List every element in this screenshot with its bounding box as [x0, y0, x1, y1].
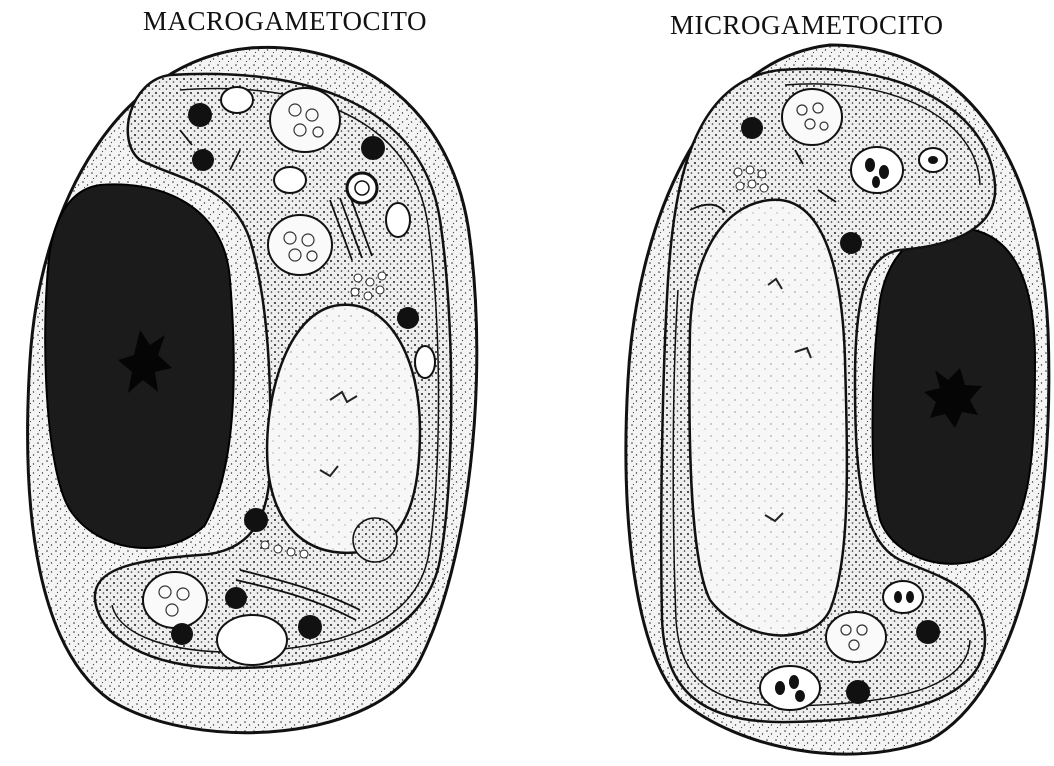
macrogametocito-cell [28, 47, 477, 732]
vacuole [689, 200, 846, 636]
pigment-cluster [353, 518, 397, 562]
ring-vesicle-inner [355, 181, 369, 195]
microgametocito-cell [626, 45, 1049, 754]
